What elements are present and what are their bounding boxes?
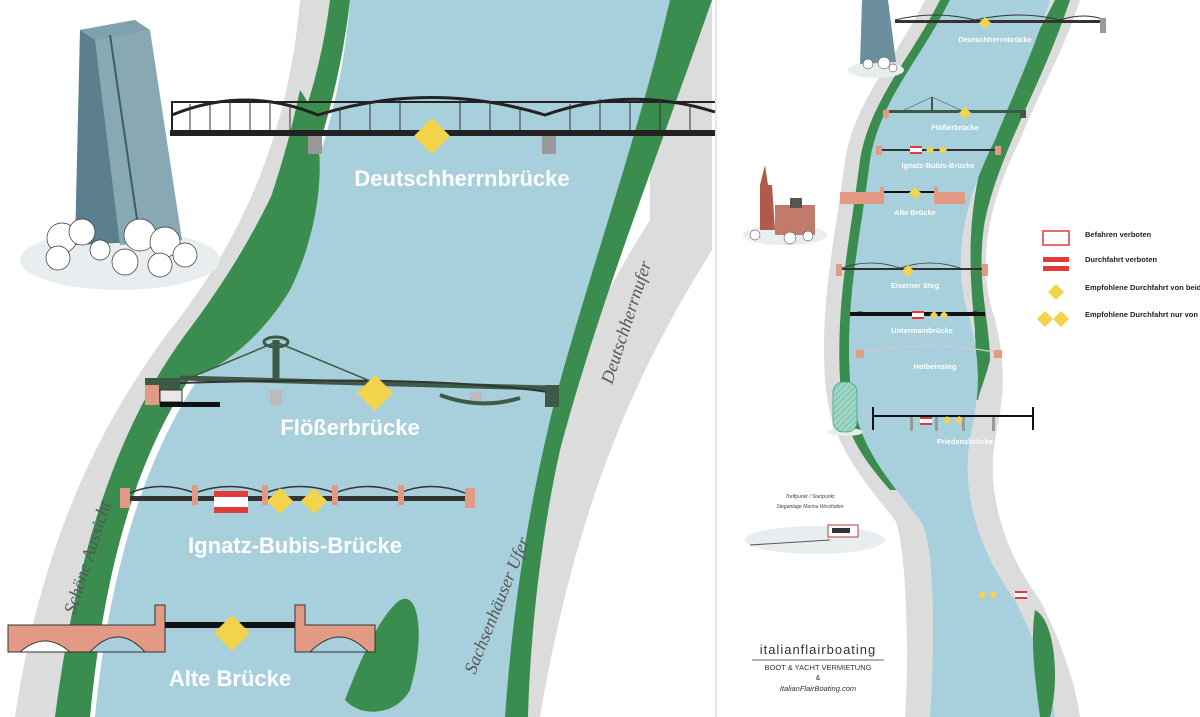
overview-island [1032, 610, 1055, 717]
overview-map: Treffpunkt / Startpunkt Steganlage Marin… [743, 0, 1106, 717]
recommended-passage-diamond [939, 146, 947, 154]
recommended-passage-diamond [267, 488, 293, 514]
legend-label-empfohlen-beide: Empfohlene Durchfahrt von beiden Seiten [1085, 283, 1200, 292]
harbor-note-line2: Steganlage Marina Westhafen [776, 504, 843, 510]
single-diamond-icon [1048, 284, 1064, 300]
right-greenbelt [500, 0, 712, 717]
passage-forbidden-marker [214, 491, 248, 513]
overview-ecb-icon [848, 0, 904, 78]
recommended-passage-diamond [214, 615, 250, 651]
overview-bridge-holbeinsteg [856, 338, 1002, 358]
bridge-label-floesserbruecke: Flößerbrücke [280, 415, 419, 440]
recommended-passage-diamond [979, 17, 991, 29]
river-main [95, 0, 670, 717]
recommended-passage-diamond [989, 591, 997, 599]
recommended-passage-diamond [909, 187, 921, 199]
recommended-passage-diamond [943, 416, 951, 424]
river-island [180, 90, 320, 380]
overview-bridge-floesser [883, 96, 1026, 118]
overview-bank-left [824, 0, 950, 717]
river-island-lower [345, 598, 419, 712]
harbor-note-line1: Treffpunkt / Startpunkt [785, 494, 835, 500]
overview-label-alte-bruecke: Alte Brücke [894, 208, 936, 217]
overview-river [849, 0, 1055, 717]
cathedral-illustration [743, 165, 827, 245]
bridge-ignatz-bubis [120, 485, 475, 508]
recommended-passage-diamond [955, 416, 963, 424]
overview-bridge-alte [840, 187, 965, 204]
overview-label-floesserbruecke: Flößerbrücke [931, 123, 979, 132]
harbor-boat-illustration [745, 524, 885, 554]
legend-label-durchfahrt-verboten: Durchfahrt verboten [1085, 255, 1158, 264]
legend: Befahren verboten Durchfahrt verboten Em… [1037, 230, 1200, 327]
brand-ampersand: & [816, 675, 821, 682]
recommended-passage-diamond [301, 488, 327, 514]
bridge-label-ignatz-bubis: Ignatz-Bubis-Brücke [188, 533, 402, 558]
overview-bridge-friedens [872, 407, 1034, 431]
branding: italianflairboating BOOT & YACHT VERMIET… [752, 642, 884, 693]
overview-label-ignatz-bubis: Ignatz-Bubis-Brücke [902, 161, 975, 170]
recommended-passage-diamond [902, 265, 914, 277]
ecb-tower-illustration [20, 20, 220, 290]
recommended-passage-diamond [978, 591, 986, 599]
detail-map: Deutschherrnbrücke Flößerbrücke [7, 0, 716, 717]
overview-label-holbeinsteg: Holbeinsteg [914, 362, 957, 371]
recommended-passage-diamond [926, 146, 934, 154]
overview-bridge-ignatz [876, 146, 1001, 155]
legend-label-befahren-verboten: Befahren verboten [1085, 230, 1152, 239]
red-stripes-icon [1043, 257, 1069, 271]
bridge-label-deutschherrnbruecke: Deutschherrnbrücke [354, 166, 569, 191]
passage-forbidden-marker [1015, 591, 1027, 599]
overview-label-eiserner-steg: Eiserner Steg [891, 281, 940, 290]
recommended-passage-diamond [930, 311, 938, 319]
recommended-passage-diamond [959, 107, 971, 119]
overview-bridge-untermain [849, 311, 986, 319]
overview-label-friedensbruecke: Friedensbrücke [937, 437, 993, 446]
glass-tower-icon [827, 381, 863, 436]
bridge-label-alte-bruecke: Alte Brücke [169, 666, 291, 691]
outlined-red-box-icon [1042, 230, 1070, 246]
overview-bridge-deutschherrn [894, 14, 1106, 33]
legend-label-empfohlen-diese-seite: Empfohlene Durchfahrt nur von dieser Sei… [1085, 310, 1200, 319]
double-diamond-icon [1037, 311, 1069, 327]
recommended-passage-diamond [940, 311, 948, 319]
overview-label-untermainbruecke: Untermainbrücke [891, 326, 953, 335]
overview-label-deutschherrnbruecke: Deutschherrnbrücke [958, 35, 1031, 44]
brand-logo: italianflairboating [760, 642, 877, 657]
brand-tagline: BOOT & YACHT VERMIETUNG [765, 663, 872, 672]
brand-website: ItalianFlairBoating.com [780, 684, 856, 693]
recommended-passage-diamond [414, 118, 450, 154]
bridge-floesserbruecke [145, 335, 559, 407]
recommended-passage-diamond [357, 375, 393, 411]
